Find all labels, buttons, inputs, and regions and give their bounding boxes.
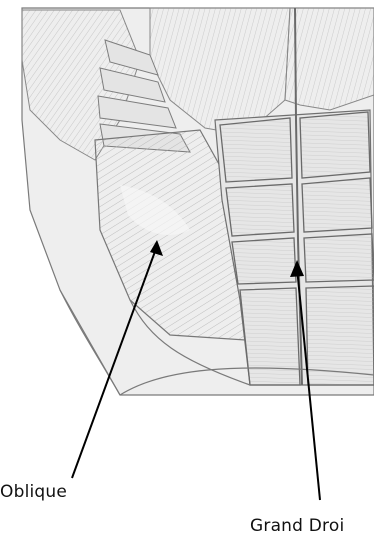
oblique-label: Oblique xyxy=(0,482,67,502)
grand-droit-label: Grand Droi xyxy=(250,516,344,536)
